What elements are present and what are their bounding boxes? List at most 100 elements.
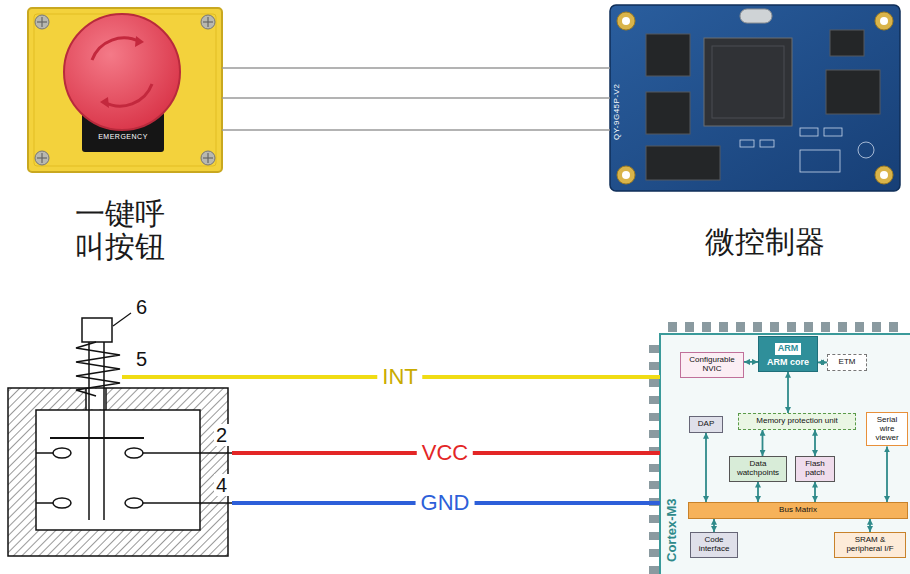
block-label: ARM core — [762, 358, 814, 368]
chip-pin — [649, 345, 659, 353]
mounting-hole-center — [622, 17, 888, 179]
microcontroller-photo — [610, 5, 900, 191]
block-label: Memory protection unit — [742, 417, 852, 426]
cortex-m3-chip: Cortex-M3Configurable NVICARMARM coreETM… — [660, 334, 910, 574]
button-cap — [82, 318, 112, 342]
twist-arrow — [104, 84, 152, 106]
button-schematic — [8, 313, 232, 556]
fixed-contact — [53, 498, 71, 508]
fixed-contact — [125, 498, 143, 508]
contact-lead — [143, 452, 232, 454]
arm-core-block: ARM ARM core — [758, 336, 818, 372]
chip-pin — [770, 322, 779, 332]
block-label: Flash patch — [799, 460, 831, 478]
cortex-m3-chip — [660, 334, 910, 574]
microcontroller-photo — [610, 5, 900, 191]
mounting-hole — [617, 166, 635, 184]
block-label: Code interface — [694, 536, 734, 554]
silkscreen — [740, 128, 874, 172]
chip-pin — [649, 566, 659, 574]
board-marking: QY-9G45P-V2 — [613, 84, 622, 140]
chip-pin — [649, 515, 659, 523]
screw-slot — [41, 17, 42, 27]
mounting-hole-center — [880, 17, 888, 25]
chip-pin — [649, 362, 659, 370]
mounting-hole — [875, 12, 893, 30]
signal-name: INT — [377, 365, 422, 389]
chip-pin — [719, 322, 728, 332]
microcontroller-caption: 微控制器 — [610, 5, 900, 264]
cortex-m3-chip — [649, 322, 910, 574]
chip-pin — [821, 322, 830, 332]
chip-pin — [649, 481, 659, 489]
dap-block: DAP — [689, 416, 723, 433]
chip-pin — [649, 430, 659, 438]
int-wire — [232, 375, 660, 379]
silkscreen — [740, 140, 754, 147]
contact-lead — [36, 502, 53, 504]
int-wire — [122, 375, 232, 379]
arm-logo: ARM — [775, 343, 802, 355]
bus-arrow — [757, 482, 759, 502]
processor-chip — [704, 38, 792, 126]
stem-hole — [105, 388, 107, 410]
moving-contact — [50, 437, 144, 439]
call-button-photo — [28, 8, 222, 172]
block-label: Bus Matrix — [692, 506, 904, 515]
mounting-hole-center — [622, 17, 630, 25]
callout-number: 4 — [214, 474, 229, 496]
chip-pin — [736, 322, 745, 332]
silkscreen — [760, 140, 774, 147]
call-button-photo — [34, 14, 216, 166]
bus-arrow — [744, 361, 758, 363]
mounting-hole-center — [880, 171, 888, 179]
chip-pin — [649, 396, 659, 404]
chip-pin — [804, 322, 813, 332]
mounting-hole — [617, 12, 893, 184]
chip-pin — [685, 322, 694, 332]
spring — [76, 342, 120, 396]
leader-line — [113, 313, 131, 326]
callout-number: 2 — [214, 424, 229, 446]
silkscreen — [858, 142, 874, 158]
bus-arrow — [886, 446, 888, 502]
memory-chip — [646, 146, 720, 180]
block-label: ETM — [831, 358, 863, 367]
screw-slot — [41, 153, 42, 163]
mounting-hole-center — [622, 171, 630, 179]
plunger — [88, 342, 90, 520]
bus-arrow — [713, 519, 715, 532]
screw-slot — [207, 17, 208, 27]
stem-hole — [85, 388, 87, 410]
button-schematic: 6524 — [0, 290, 232, 574]
screw — [201, 151, 215, 165]
chip-pin — [649, 464, 659, 472]
bus-arrow — [814, 482, 816, 502]
contact-lead — [36, 453, 232, 503]
small-chip — [826, 70, 880, 114]
memory-chip — [646, 34, 690, 76]
fixed-contact — [53, 448, 143, 508]
screw — [35, 15, 215, 165]
block-label: Serial wire viewer — [870, 416, 904, 442]
screw-slot — [207, 153, 208, 163]
nvic-block: Configurable NVIC — [680, 352, 744, 378]
signal-wire — [222, 97, 610, 98]
chip-pin — [649, 379, 659, 387]
sram-interface-block: SRAM & peripheral I/F — [834, 532, 906, 558]
chip-pin — [838, 322, 847, 332]
signal-name: VCC — [417, 441, 473, 465]
block-label: SRAM & peripheral I/F — [838, 536, 902, 554]
bus-arrow — [814, 430, 816, 456]
chip-pin — [668, 322, 677, 332]
contact-lead — [36, 452, 53, 454]
chip-pin — [889, 322, 898, 332]
processor-chip — [712, 46, 784, 118]
call-button-photo — [28, 8, 222, 172]
flash-patch-block: Flash patch — [795, 456, 835, 482]
chip-pin — [702, 322, 711, 332]
watchpoint-block: Data watchpoints — [729, 456, 787, 482]
block-label: Data watchpoints — [733, 460, 783, 478]
